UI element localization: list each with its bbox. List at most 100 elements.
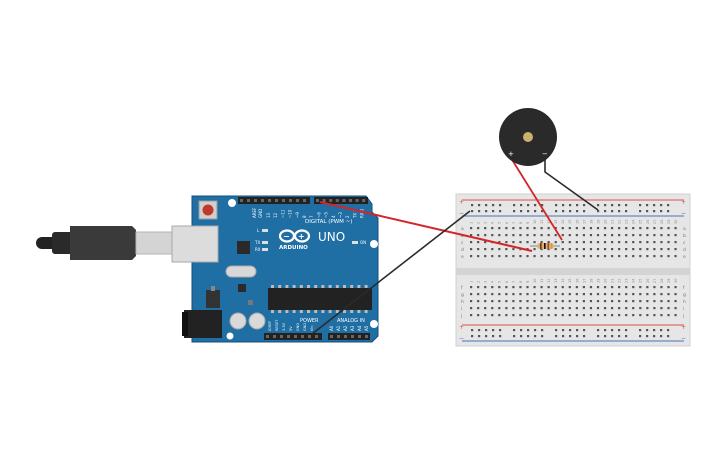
buzzer-positive-lead[interactable]	[510, 157, 563, 241]
terminal-hole[interactable]	[533, 286, 536, 289]
terminal-hole[interactable]	[596, 241, 600, 244]
terminal-hole[interactable]	[575, 241, 578, 244]
terminal-hole[interactable]	[660, 227, 663, 230]
terminal-hole[interactable]	[498, 248, 501, 251]
rail-hole[interactable]	[527, 329, 530, 332]
rail-hole[interactable]	[499, 204, 502, 207]
rail-hole[interactable]	[646, 329, 649, 332]
terminal-hole[interactable]	[618, 234, 621, 237]
terminal-hole[interactable]	[470, 300, 473, 303]
terminal-hole[interactable]	[653, 234, 656, 237]
digital-pin-hole[interactable]	[254, 199, 257, 202]
terminal-hole[interactable]	[596, 227, 600, 230]
power-pin-hole[interactable]	[287, 335, 290, 338]
resistor[interactable]	[530, 243, 560, 249]
rail-hole[interactable]	[513, 329, 516, 332]
terminal-hole[interactable]	[582, 286, 585, 289]
terminal-hole[interactable]	[667, 227, 670, 230]
terminal-hole[interactable]	[660, 293, 663, 296]
terminal-hole[interactable]	[575, 227, 578, 230]
analog-pin-hole[interactable]	[358, 335, 361, 338]
rail-hole[interactable]	[485, 204, 488, 207]
terminal-hole[interactable]	[667, 314, 670, 317]
terminal-hole[interactable]	[674, 234, 677, 237]
rail-hole[interactable]	[569, 210, 572, 213]
terminal-hole[interactable]	[589, 248, 593, 251]
digital-pin-hole[interactable]	[240, 199, 243, 202]
rail-hole[interactable]	[618, 335, 621, 338]
rail-hole[interactable]	[492, 329, 495, 332]
terminal-hole[interactable]	[477, 241, 480, 244]
rail-hole[interactable]	[660, 335, 663, 338]
terminal-hole[interactable]	[582, 248, 585, 251]
terminal-hole[interactable]	[596, 286, 600, 289]
terminal-hole[interactable]	[575, 314, 578, 317]
terminal-hole[interactable]	[547, 255, 550, 258]
rail-hole[interactable]	[639, 210, 642, 213]
power-pin-hole[interactable]	[280, 335, 283, 338]
terminal-hole[interactable]	[470, 286, 473, 289]
terminal-hole[interactable]	[470, 255, 473, 258]
rail-hole[interactable]	[611, 329, 614, 332]
rail-hole[interactable]	[541, 210, 544, 213]
terminal-hole[interactable]	[505, 234, 508, 237]
terminal-hole[interactable]	[477, 227, 480, 230]
power-pin-hole[interactable]	[273, 335, 276, 338]
terminal-hole[interactable]	[632, 293, 635, 296]
rail-hole[interactable]	[576, 210, 579, 213]
terminal-hole[interactable]	[512, 300, 515, 303]
digital-pin-hole[interactable]	[296, 199, 299, 202]
rail-hole[interactable]	[625, 204, 628, 207]
terminal-hole[interactable]	[653, 286, 656, 289]
terminal-hole[interactable]	[533, 314, 536, 317]
terminal-hole[interactable]	[603, 286, 607, 289]
terminal-hole[interactable]	[603, 248, 607, 251]
terminal-hole[interactable]	[653, 248, 656, 251]
rail-hole[interactable]	[527, 204, 530, 207]
terminal-hole[interactable]	[505, 307, 508, 310]
terminal-hole[interactable]	[547, 286, 550, 289]
rail-hole[interactable]	[485, 210, 488, 213]
rail-hole[interactable]	[541, 335, 544, 338]
terminal-hole[interactable]	[646, 300, 649, 303]
terminal-hole[interactable]	[660, 307, 663, 310]
terminal-hole[interactable]	[639, 234, 642, 237]
terminal-hole[interactable]	[519, 227, 522, 230]
rail-hole[interactable]	[478, 329, 481, 332]
terminal-hole[interactable]	[498, 293, 501, 296]
terminal-hole[interactable]	[505, 293, 508, 296]
rail-hole[interactable]	[653, 210, 656, 213]
terminal-hole[interactable]	[582, 234, 585, 237]
rail-hole[interactable]	[667, 204, 670, 207]
terminal-hole[interactable]	[667, 255, 670, 258]
rail-hole[interactable]	[492, 204, 495, 207]
terminal-hole[interactable]	[526, 234, 529, 237]
terminal-hole[interactable]	[491, 286, 494, 289]
terminal-hole[interactable]	[477, 286, 480, 289]
digital-pin-hole[interactable]	[247, 199, 250, 202]
terminal-hole[interactable]	[667, 248, 670, 251]
terminal-hole[interactable]	[632, 255, 635, 258]
terminal-hole[interactable]	[646, 234, 649, 237]
terminal-hole[interactable]	[646, 227, 649, 230]
terminal-hole[interactable]	[568, 234, 571, 237]
terminal-hole[interactable]	[512, 248, 515, 251]
rail-hole[interactable]	[541, 204, 544, 207]
rail-hole[interactable]	[653, 335, 656, 338]
terminal-hole[interactable]	[484, 314, 487, 317]
rail-hole[interactable]	[611, 204, 614, 207]
rail-hole[interactable]	[492, 210, 495, 213]
terminal-hole[interactable]	[646, 293, 649, 296]
terminal-hole[interactable]	[625, 286, 628, 289]
power-pin-hole[interactable]	[315, 335, 318, 338]
terminal-hole[interactable]	[625, 255, 628, 258]
rail-hole[interactable]	[611, 210, 614, 213]
terminal-hole[interactable]	[540, 234, 543, 237]
terminal-hole[interactable]	[491, 314, 494, 317]
terminal-hole[interactable]	[582, 314, 585, 317]
digital-pin-hole[interactable]	[355, 199, 359, 202]
terminal-hole[interactable]	[526, 286, 529, 289]
terminal-hole[interactable]	[498, 255, 501, 258]
terminal-hole[interactable]	[505, 227, 508, 230]
